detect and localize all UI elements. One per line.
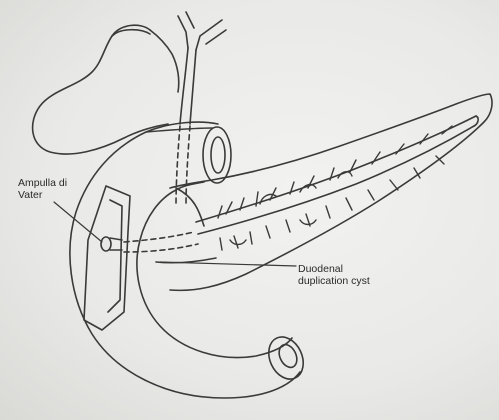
- cyst-label-line1: Duodenal: [298, 263, 370, 275]
- bile-duct-dashed: [176, 126, 190, 206]
- gallbladder: [33, 25, 168, 154]
- cyst-label: Duodenal duplication cyst: [298, 263, 370, 287]
- hepatic-duct-right-2: [206, 30, 226, 44]
- ampulla-label: Ampulla di Vater: [18, 177, 67, 201]
- duodenum-outer: [70, 122, 300, 398]
- duodenal-window: [84, 186, 130, 330]
- duodenum-bulb-inner: [211, 137, 225, 173]
- main-pancreatic-duct-bottom: [198, 126, 474, 234]
- cyst-leader-line: [160, 262, 296, 266]
- duodenum-inner: [137, 190, 292, 358]
- duodenal-window-inner: [108, 200, 122, 312]
- hepatic-duct-left: [178, 16, 188, 48]
- jejunum-opening: [262, 331, 310, 384]
- pancreatic-duct-dashed: [124, 232, 198, 252]
- main-pancreatic-duct-top: [196, 116, 476, 222]
- hepatic-duct-left-2: [186, 12, 194, 28]
- duct-side-branches: [218, 126, 452, 250]
- ampulla-stem: [110, 238, 122, 250]
- common-bile-duct-right: [190, 50, 196, 124]
- duodenum-bulb-opening: [203, 127, 231, 183]
- ampulla-of-vater: [101, 237, 111, 251]
- common-bile-duct-left: [180, 48, 188, 124]
- cyst-label-line2: duplication cyst: [298, 275, 370, 287]
- ampulla-label-line1: Ampulla di: [18, 177, 67, 189]
- ampulla-label-line2: Vater: [18, 189, 67, 201]
- cystic-duct: [150, 30, 179, 92]
